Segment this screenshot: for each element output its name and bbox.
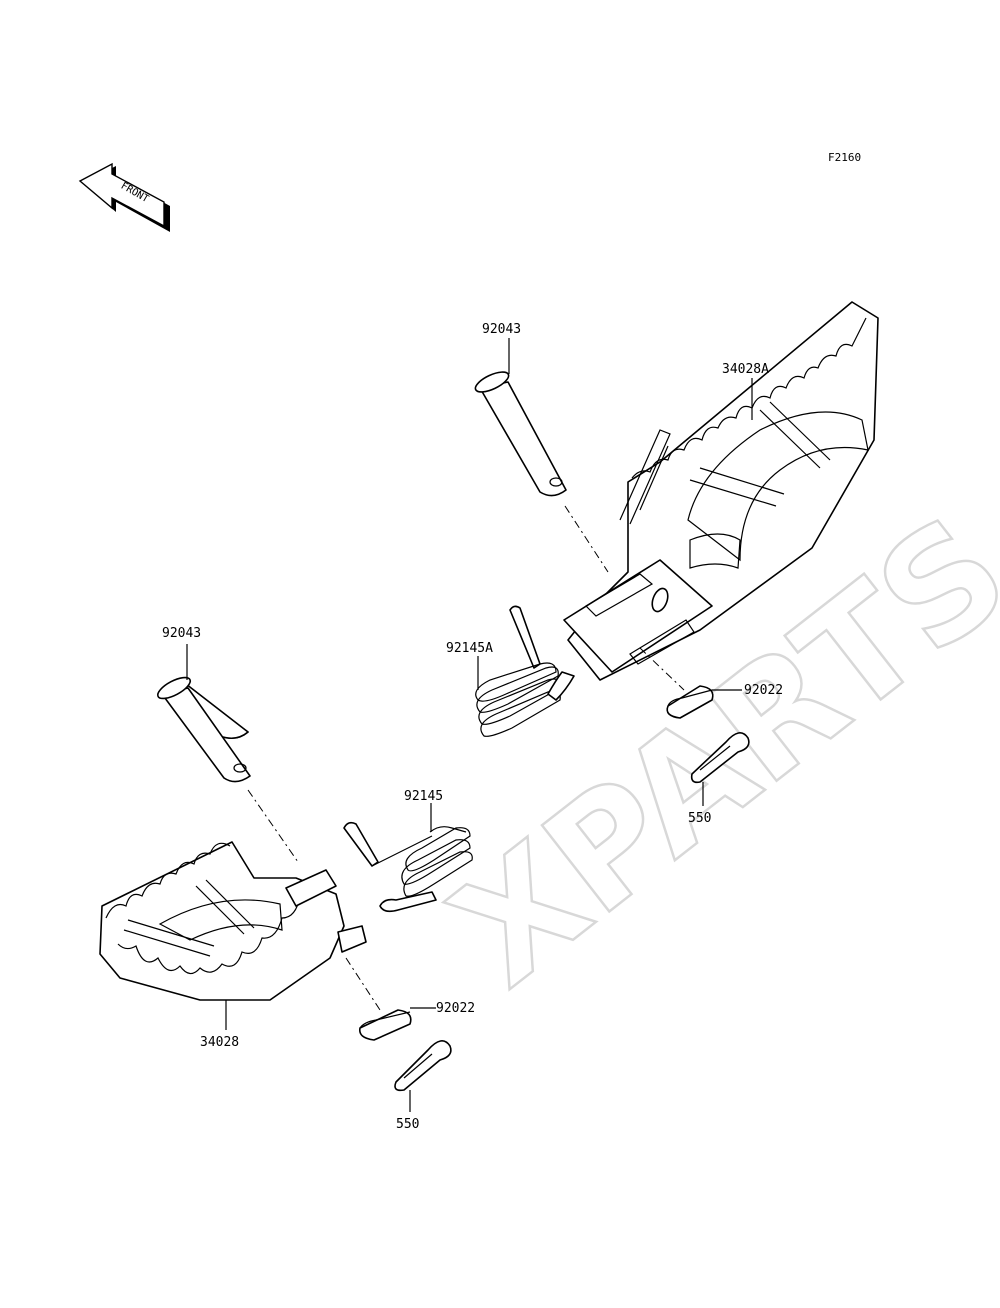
washer-right [666,685,714,719]
callout-spring-left: 92145 [404,789,443,804]
pin-right [474,371,567,497]
washer-left [358,1009,412,1041]
callout-washer-left: 92022 [436,1001,475,1016]
callout-footpeg-right: 34028A [722,362,769,377]
callout-pin-left: 92043 [162,626,201,641]
callout-washer-right: 92022 [744,683,783,698]
spring-right [475,605,575,737]
pin-left [156,676,251,783]
callout-spring-right: 92145A [446,641,493,656]
cotter-pin-left [394,1040,452,1092]
callout-cotter-right: 550 [688,811,711,826]
callout-cotter-left: 550 [396,1117,419,1132]
cotter-pin-right [690,732,750,784]
callout-footpeg-left: 34028 [200,1035,239,1050]
footpeg-right [563,301,879,681]
front-arrow-icon: FRONT [78,162,170,232]
figure-code: F2160 [828,151,861,164]
footpeg-left [99,841,367,1001]
callout-pin-right: 92043 [482,322,521,337]
spring-left [343,821,473,913]
